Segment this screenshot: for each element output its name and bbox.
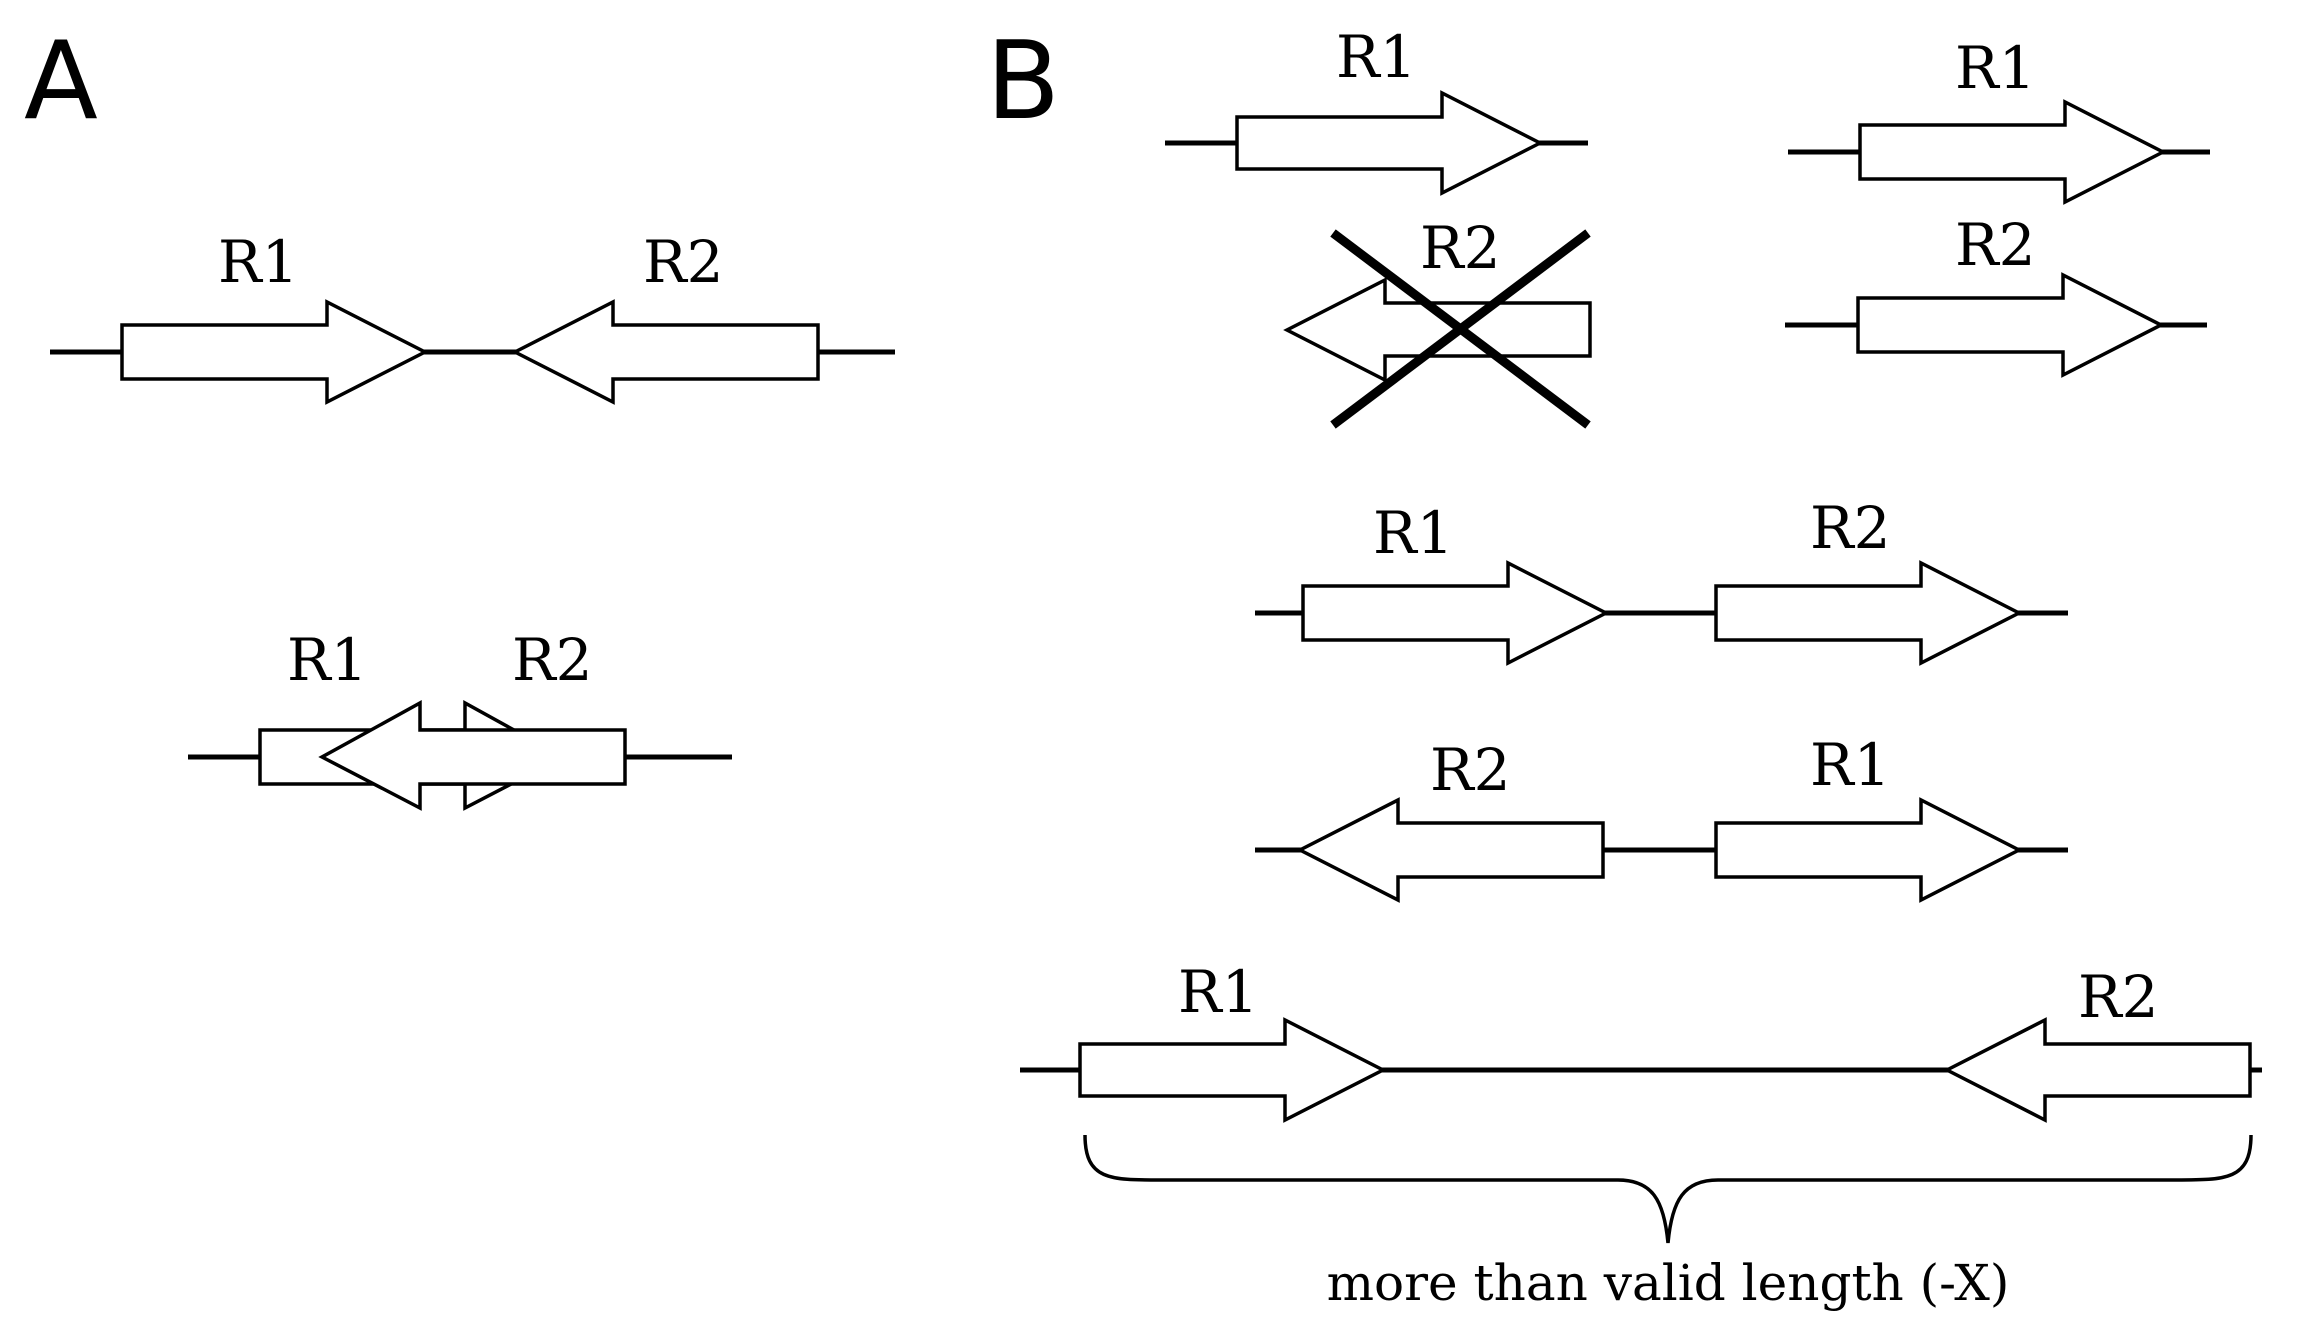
r2-label: R2 bbox=[643, 228, 724, 296]
r1-label: R1 bbox=[1178, 958, 1259, 1026]
r1-forward-arrow bbox=[1714, 797, 2023, 903]
r2-label: R2 bbox=[512, 626, 593, 694]
r1-label: R1 bbox=[1810, 731, 1891, 799]
panel-b-outward-pair: R2 R1 bbox=[1255, 731, 2068, 903]
r2-reverse-arrow bbox=[1296, 797, 1605, 903]
r1-forward-arrow bbox=[120, 299, 429, 405]
bracket-label: more than valid length (-X) bbox=[1327, 1254, 2010, 1312]
r2-forward-arrow bbox=[1714, 560, 2023, 666]
panel-a: R1 R2 R1 R2 bbox=[50, 228, 895, 811]
r2-label: R2 bbox=[1955, 211, 2036, 279]
r1-forward-arrow bbox=[1301, 560, 1610, 666]
r1-forward-arrow bbox=[1235, 90, 1544, 196]
length-brace bbox=[1083, 1134, 2253, 1244]
panel-a-overlapping-pair: R1 R2 bbox=[188, 626, 732, 811]
r1-label: R1 bbox=[1373, 499, 1454, 567]
r2-forward-arrow bbox=[1856, 272, 2165, 378]
r2-reverse-arrow bbox=[318, 700, 627, 811]
r2-reverse-arrow bbox=[511, 299, 820, 405]
r2-reverse-arrow bbox=[1283, 277, 1592, 383]
r1-label: R1 bbox=[1336, 23, 1417, 91]
r1-forward-arrow bbox=[1858, 99, 2167, 205]
r1-forward-arrow bbox=[1078, 1017, 1387, 1123]
cross-out-icon bbox=[1330, 229, 1591, 429]
r2-label: R2 bbox=[2078, 963, 2159, 1031]
panel-b: R1 R2 R1 R2 R1 R2 R2 bbox=[1020, 23, 2262, 1312]
panel-b-letter: B bbox=[986, 19, 1060, 144]
r2-reverse-arrow bbox=[1943, 1017, 2252, 1123]
r2-label: R2 bbox=[1420, 214, 1501, 282]
panel-b-tandem-forward: R1 R2 bbox=[1255, 494, 2068, 666]
panel-a-letter: A bbox=[24, 19, 98, 144]
panel-b-same-strand-stack: R1 R2 bbox=[1785, 34, 2210, 378]
r1-label: R1 bbox=[1955, 34, 2036, 102]
panel-b-invalid-pair: R1 R2 bbox=[1165, 23, 1592, 429]
r1-label: R1 bbox=[218, 228, 299, 296]
panel-a-facing-pair: R1 R2 bbox=[50, 228, 895, 405]
panel-b-distant-pair: R1 R2 more than valid length (-X) bbox=[1020, 958, 2262, 1312]
r1-label: R1 bbox=[287, 626, 368, 694]
r2-label: R2 bbox=[1810, 494, 1891, 562]
r2-label: R2 bbox=[1430, 736, 1511, 804]
